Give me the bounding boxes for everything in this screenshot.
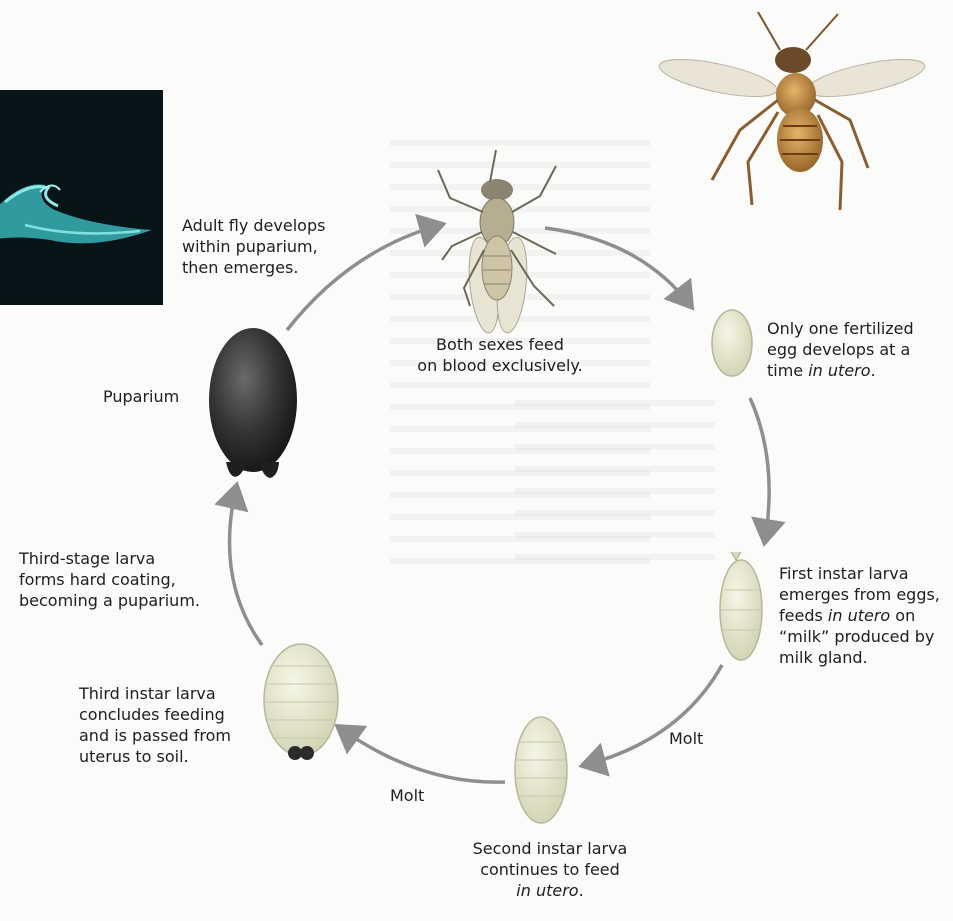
label-line: First instar larva — [779, 563, 940, 584]
arrow-third-instar-to-puparium — [230, 488, 262, 645]
label-text: time — [767, 361, 808, 380]
label-text: on — [890, 606, 915, 625]
label-line: feeds in utero on — [779, 605, 940, 626]
label-line: Second instar larva — [455, 838, 645, 859]
third-instar-larva-icon — [264, 644, 338, 760]
adult-feeding-label: Both sexes feed on blood exclusively. — [405, 334, 595, 376]
label-line: then emerges. — [182, 257, 325, 278]
label-line: on blood exclusively. — [405, 355, 595, 376]
label-line: milk gland. — [779, 647, 940, 668]
label-line: in utero. — [455, 880, 645, 901]
label-italic-text: in utero — [808, 361, 870, 380]
label-line: Third-stage larva — [19, 548, 200, 569]
arrow-second-to-third-instar — [340, 728, 505, 782]
label-line: within puparium, — [182, 236, 325, 257]
arrow-first-to-second-instar — [585, 665, 722, 765]
adult-fly-photo-icon — [656, 12, 927, 210]
label-line: emerges from eggs, — [779, 584, 940, 605]
third-instar-label: Third instar larva concludes feeding and… — [79, 683, 231, 767]
label-line: continues to feed — [455, 859, 645, 880]
label-line: forms hard coating, — [19, 569, 200, 590]
arrow-egg-to-first-instar — [750, 398, 769, 540]
label-text: feeds — [779, 606, 828, 625]
molt-label-right: Molt — [669, 728, 703, 749]
label-line: Puparium — [103, 386, 179, 407]
third-stage-label: Third-stage larva forms hard coating, be… — [19, 548, 200, 611]
label-line: “milk” produced by — [779, 626, 940, 647]
puparium-icon — [209, 328, 297, 478]
label-line: becoming a puparium. — [19, 590, 200, 611]
label-line: Only one fertilized — [767, 318, 914, 339]
second-instar-label: Second instar larva continues to feed in… — [455, 838, 645, 901]
molt-label-left: Molt — [390, 785, 424, 806]
label-italic-text: in utero — [516, 881, 578, 900]
label-line: time in utero. — [767, 360, 914, 381]
egg-icon — [712, 310, 752, 376]
puparium-label: Puparium — [103, 386, 179, 407]
egg-label: Only one fertilized egg develops at a ti… — [767, 318, 914, 381]
label-line: Molt — [390, 785, 424, 806]
second-instar-larva-icon — [515, 717, 567, 823]
label-line: egg develops at a — [767, 339, 914, 360]
label-line: Both sexes feed — [405, 334, 595, 355]
label-line: Third instar larva — [79, 683, 231, 704]
trypanosome-micrograph — [0, 90, 163, 305]
adult-fly-icon — [438, 150, 556, 334]
arrow-adult-to-egg — [545, 228, 690, 305]
label-line: concludes feeding — [79, 704, 231, 725]
label-line: and is passed from — [79, 725, 231, 746]
emergence-label: Adult fly develops within puparium, then… — [182, 215, 325, 278]
label-line: uterus to soil. — [79, 746, 231, 767]
label-text: . — [871, 361, 876, 380]
label-line: Adult fly develops — [182, 215, 325, 236]
first-instar-label: First instar larva emerges from eggs, fe… — [779, 563, 940, 668]
label-italic-text: in utero — [828, 606, 890, 625]
first-instar-larva-icon — [720, 552, 762, 660]
label-text: . — [579, 881, 584, 900]
trypanosome-icon — [0, 90, 163, 305]
label-line: Molt — [669, 728, 703, 749]
